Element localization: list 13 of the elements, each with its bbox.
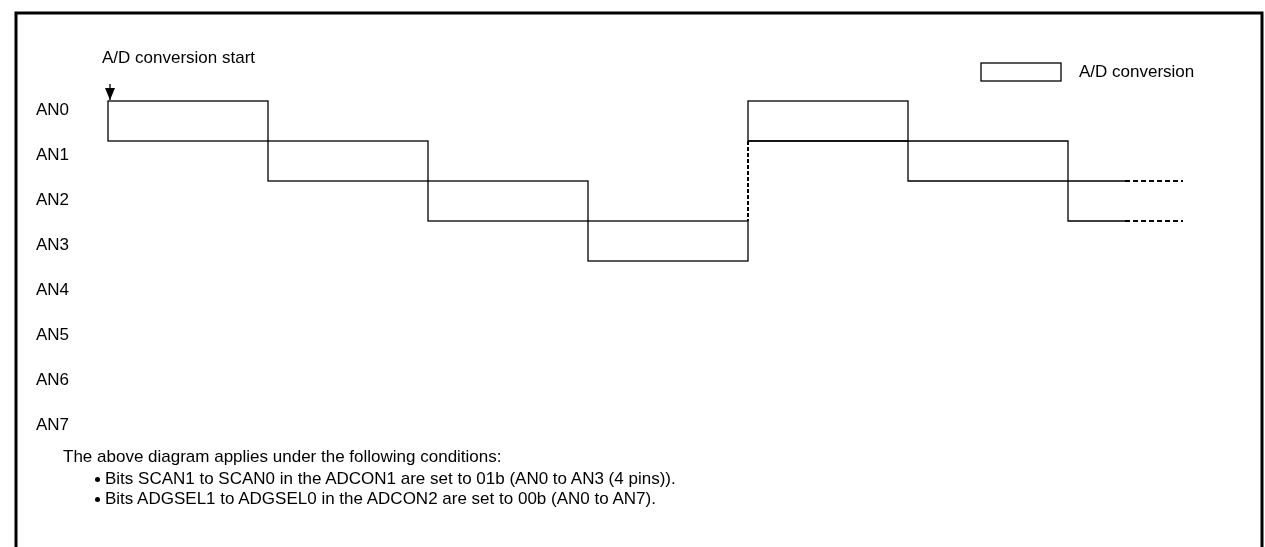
- channel-label: AN1: [36, 145, 70, 165]
- channel-label: AN3: [36, 235, 70, 255]
- channel-label: AN2: [36, 190, 70, 210]
- condition-item: Bits ADGSEL1 to ADGSEL0 in the ADCON2 are set to 00b (AN0 to AN7).: [105, 489, 656, 509]
- channel-label: AN5: [36, 325, 70, 345]
- channel-label: AN7: [36, 415, 70, 435]
- legend-text: A/D conversion: [1079, 62, 1195, 82]
- channel-label: AN4: [36, 280, 70, 300]
- note-text: The above diagram applies under the following conditions:: [63, 447, 502, 467]
- condition-item: Bits SCAN1 to SCAN0 in the ADCON1 are set to 01b (AN0 to AN3 (4 pins)).: [105, 469, 676, 489]
- signal-label: A/D conversion start: [102, 48, 256, 68]
- channel-label: AN6: [36, 370, 70, 390]
- channel-label: AN0: [36, 100, 70, 120]
